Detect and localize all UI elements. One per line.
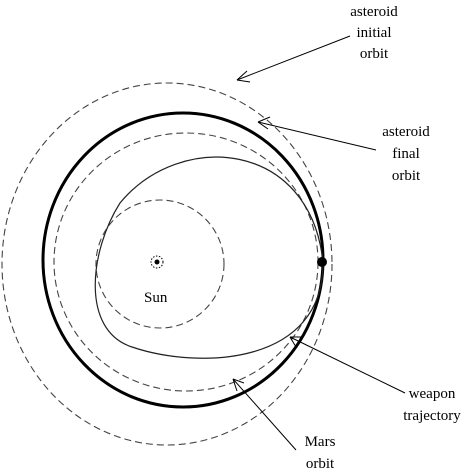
asteroid-initial-orbit-path	[1, 82, 333, 446]
asteroid-dot	[317, 257, 327, 267]
label-line: initial	[357, 25, 392, 41]
label-weapon-trajectory: weapon trajectory	[403, 386, 461, 424]
asteroid-final-orbit-path	[41, 111, 325, 409]
inner-dashed-orbit	[95, 199, 225, 329]
label-line: orbit	[306, 456, 335, 472]
arrow-asteroid-initial	[236, 35, 351, 83]
arrow-mars-orbit	[232, 378, 297, 451]
arrow-weapon-trajectory	[289, 336, 406, 394]
arrow-asteroid-final	[257, 116, 377, 151]
mars-orbit-path	[53, 132, 319, 392]
label-asteroid-final-orbit: asteroid final orbit	[382, 124, 430, 184]
sun-symbol	[150, 255, 164, 269]
label-line: trajectory	[403, 408, 461, 424]
label-mars-orbit: Mars orbit	[305, 434, 336, 472]
label-line: asteroid	[382, 124, 430, 140]
label-asteroid-initial-orbit: asteroid initial orbit	[350, 4, 398, 62]
label-line: asteroid	[350, 4, 398, 20]
label-line: final	[392, 146, 420, 162]
label-line: weapon	[409, 386, 456, 402]
label-line: orbit	[392, 168, 421, 184]
label-line: Mars	[305, 434, 336, 450]
label-line: orbit	[360, 46, 389, 62]
weapon-trajectory-path	[94, 156, 324, 359]
sun-label: Sun	[144, 290, 168, 306]
